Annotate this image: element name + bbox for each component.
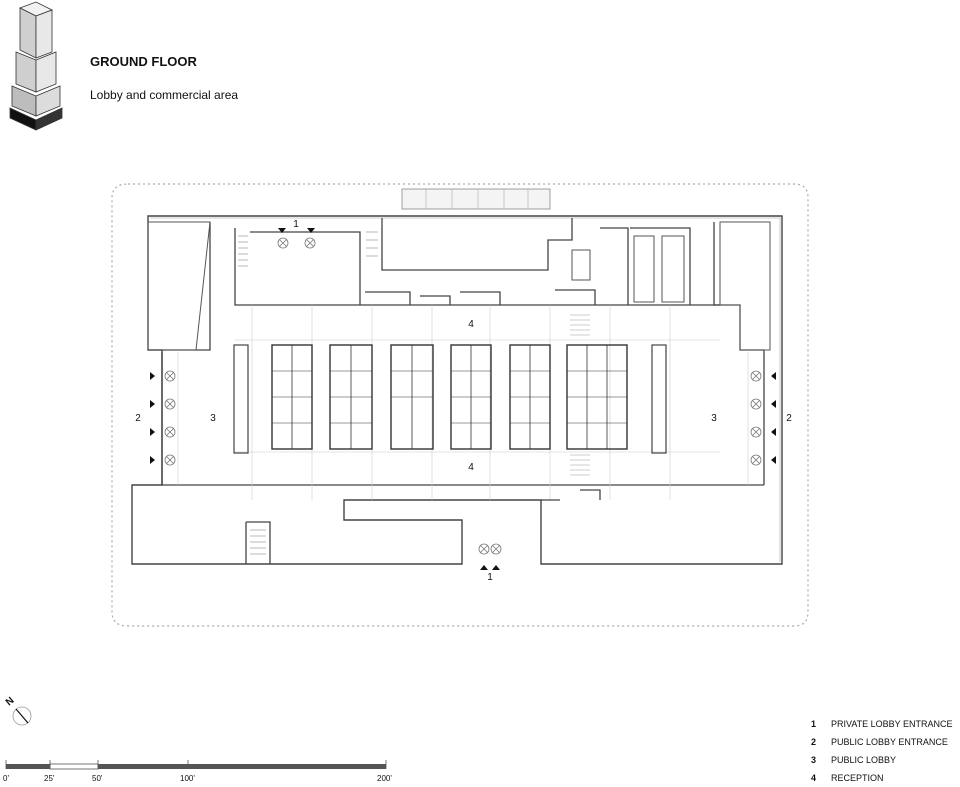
label-public-entrance-west: 2 — [135, 413, 141, 424]
north-core-shafts — [571, 235, 685, 303]
south-stair — [250, 529, 266, 555]
south-wing-walls — [245, 489, 601, 564]
scale-tick-0: 0' — [3, 774, 9, 783]
scale-tick-50: 50' — [92, 774, 103, 783]
scale-tick-200: 200' — [377, 774, 392, 783]
scale-bar: 0' 25' 50' 100' 200' — [3, 760, 392, 783]
elevator-core-1 — [271, 344, 313, 450]
legend-text-2: PUBLIC LOBBY ENTRANCE — [831, 737, 948, 747]
lobby-grid-lines — [177, 305, 749, 500]
label-private-entrance-north: 1 — [293, 219, 299, 230]
scale-tick-25: 25' — [44, 774, 55, 783]
label-reception-north: 4 — [468, 319, 474, 330]
scale-tick-100: 100' — [180, 774, 195, 783]
legend-text-4: RECEPTION — [831, 773, 884, 783]
entrance-arrows-north — [278, 228, 315, 233]
legend-text-1: PRIVATE LOBBY ENTRANCE — [831, 719, 953, 729]
elevator-core-2 — [329, 344, 373, 450]
legend-number-1: 1 — [811, 719, 816, 729]
canopy-north — [401, 188, 551, 210]
legend-number-2: 2 — [811, 737, 816, 747]
legend-number-3: 3 — [811, 755, 816, 765]
elevator-core-5 — [509, 344, 551, 450]
page-title: GROUND FLOOR — [90, 54, 197, 69]
legend: 1 PRIVATE LOBBY ENTRANCE 2 PUBLIC LOBBY … — [811, 719, 953, 783]
elevator-core-4 — [450, 344, 492, 450]
entrance-arrows-south — [480, 565, 500, 570]
core-stair — [570, 314, 590, 476]
compass-north-letter: N — [4, 695, 17, 708]
label-public-lobby-west: 3 — [210, 413, 216, 424]
lobby-desk-east — [651, 344, 667, 454]
east-wing — [719, 221, 771, 351]
legend-text-3: PUBLIC LOBBY — [831, 755, 896, 765]
legend-number-4: 4 — [811, 773, 816, 783]
tower-axonometric-icon — [9, 1, 63, 131]
label-public-entrance-east: 2 — [786, 413, 792, 424]
elevator-core-3 — [390, 344, 434, 450]
north-stair — [238, 231, 378, 267]
label-private-entrance-south: 1 — [487, 572, 493, 583]
north-compass-icon: N — [4, 695, 32, 726]
lobby-desk-west — [233, 344, 249, 454]
label-public-lobby-east: 3 — [711, 413, 717, 424]
west-wing — [147, 221, 211, 351]
entrance-arrows-east — [771, 372, 776, 464]
page-subtitle: Lobby and commercial area — [90, 88, 238, 102]
label-reception-south: 4 — [468, 462, 474, 473]
entrance-arrows-west — [150, 372, 155, 464]
lobby-band — [161, 350, 765, 486]
site-boundary — [111, 183, 809, 627]
revolving-doors — [164, 237, 762, 555]
elevator-core-6 — [566, 344, 628, 450]
